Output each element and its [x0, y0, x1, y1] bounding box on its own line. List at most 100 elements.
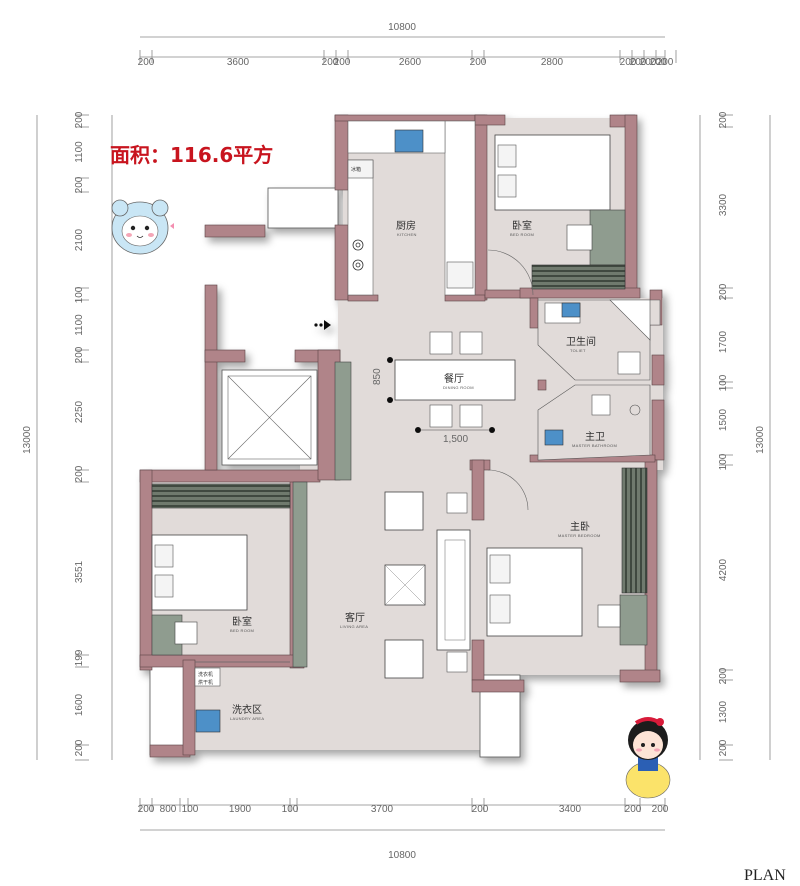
dimension-ticks: [75, 50, 733, 812]
toilet-sink: [561, 302, 581, 318]
dim-bottom-6: 200: [472, 804, 489, 815]
dim-top-3: 200: [334, 57, 351, 68]
dim-top-1: 3600: [227, 57, 250, 68]
washer: [194, 667, 221, 687]
stove-icon: [352, 239, 364, 271]
entrance-arrow-icon: [314, 320, 331, 330]
dim-left-1: 1100: [74, 141, 85, 163]
area-headline: 面积：116.6平方: [110, 143, 273, 167]
wardrobe-south-west: [151, 483, 291, 509]
dim-right-3: 1700: [718, 330, 729, 353]
dim-left-2: 200: [74, 176, 85, 193]
room-label-kitchen: 厨房: [396, 219, 416, 232]
dim-top-2: 200: [322, 57, 339, 68]
dim-bottom-0: 200: [138, 804, 155, 815]
dim-top-total: 10800: [388, 22, 416, 33]
tv-cabinet: [292, 481, 308, 668]
dim-right-10: 200: [718, 739, 729, 756]
room-label-laundry: 洗衣区: [232, 703, 262, 716]
dim-bottom-8: 200: [625, 804, 642, 815]
cabinet-west-column: [334, 361, 352, 481]
panda-mascot-icon: [111, 199, 174, 255]
dim-bottom-7: 3400: [559, 804, 582, 815]
dim-left-5: 1100: [74, 314, 85, 336]
balcony-north: [267, 187, 339, 229]
room-label-dining-en: DINING ROOM: [443, 385, 474, 390]
dim-left-6: 200: [74, 346, 85, 363]
dim-top-11: 200: [657, 57, 674, 68]
wardrobe-north: [531, 264, 626, 290]
room-label-living: 客厅: [345, 611, 365, 624]
dim-right-8: 200: [718, 667, 729, 684]
dim-bottom-2: 100: [182, 804, 199, 815]
dim-left-11: 1600: [74, 693, 85, 716]
room-label-dining: 餐厅: [444, 372, 464, 385]
dim-left-3: 2100: [74, 228, 85, 251]
dim-left-total: 13000: [22, 426, 33, 454]
princess-mascot-icon: [625, 717, 671, 799]
dim-left-9: 3551: [74, 560, 85, 583]
dim-bottom-4: 100: [282, 804, 299, 815]
dim-bottom-9: 200: [652, 804, 669, 815]
dim-bottom-5: 3700: [371, 804, 394, 815]
kitchen-sink: [394, 129, 424, 153]
dim-right-2: 200: [718, 283, 729, 300]
dining-table: [387, 331, 516, 433]
plan-body: 冰箱 1,50: [139, 114, 665, 758]
room-label-laundry-en: LAUNDRY AREA: [230, 716, 264, 721]
dim-bottom-1: 800: [160, 804, 177, 815]
kitchen-counter-left: [347, 159, 374, 296]
plan-label: PLAN: [744, 867, 786, 884]
room-label-bedroom-north-en: BED ROOM: [510, 232, 534, 237]
walls: [139, 114, 665, 758]
wardrobe-master: [621, 467, 648, 594]
dim-top-0: 200: [138, 57, 155, 68]
dim-right-7: 4200: [718, 558, 729, 581]
room-label-bedroom-north: 卧室: [512, 219, 532, 232]
room-label-master-bedroom: 主卧: [570, 520, 590, 533]
dim-left-7: 2250: [74, 400, 85, 423]
dim-right-6: 100: [718, 453, 729, 470]
dim-right-4: 100: [718, 374, 729, 391]
room-label-master-bath-en: MASTER BATHROOM: [572, 443, 617, 448]
dim-top-7: 200: [620, 57, 637, 68]
dim-top-9: 200: [640, 57, 657, 68]
dim-left-4: 100: [74, 286, 85, 303]
dim-bottom-total: 10800: [388, 850, 416, 861]
dim-left-10: 199: [74, 649, 85, 666]
fridge-label: 冰箱: [351, 166, 361, 173]
room-labels: 厨房 KITCHEN 卧室 BED ROOM 卫生间 TOLIET 餐厅 DIN…: [230, 219, 617, 721]
dim-bottom-3: 1900: [229, 804, 252, 815]
table-width-label: 1,500: [443, 434, 468, 445]
room-label-bedroom-south-west-en: BED ROOM: [230, 628, 254, 633]
room-label-kitchen-en: KITCHEN: [397, 232, 417, 237]
room-label-toilet: 卫生间: [566, 335, 596, 348]
master-bath-sink: [544, 429, 564, 446]
dim-right-1: 3300: [718, 193, 729, 216]
dim-top-8: 200: [630, 57, 647, 68]
fridge: [347, 159, 374, 179]
room-label-bedroom-south-west: 卧室: [232, 615, 252, 628]
dimension-lines: [36, 36, 771, 831]
dim-left-8: 200: [74, 465, 85, 482]
room-label-toilet-en: TOLIET: [570, 348, 586, 353]
dim-right-5: 1500: [718, 408, 729, 431]
sofa: [436, 529, 471, 651]
room-label-living-en: LIVING AREA: [340, 624, 368, 629]
table-depth-label: 850: [372, 368, 383, 385]
dim-left-12: 200: [74, 739, 85, 756]
dim-top-10: 200: [650, 57, 667, 68]
dim-right-0: 200: [718, 111, 729, 128]
washer-label: 洗衣机: [198, 671, 213, 678]
dim-top-4: 2600: [399, 57, 422, 68]
dryer-label: 烘干机: [198, 679, 213, 686]
armchair-top: [384, 491, 424, 531]
laundry-sink: [195, 709, 221, 733]
room-label-master-bedroom-en: MASTER BEDROOM: [558, 533, 601, 538]
dim-top-6: 2800: [541, 57, 564, 68]
dim-right-9: 1300: [718, 700, 729, 723]
dim-right-total: 13000: [755, 426, 766, 454]
